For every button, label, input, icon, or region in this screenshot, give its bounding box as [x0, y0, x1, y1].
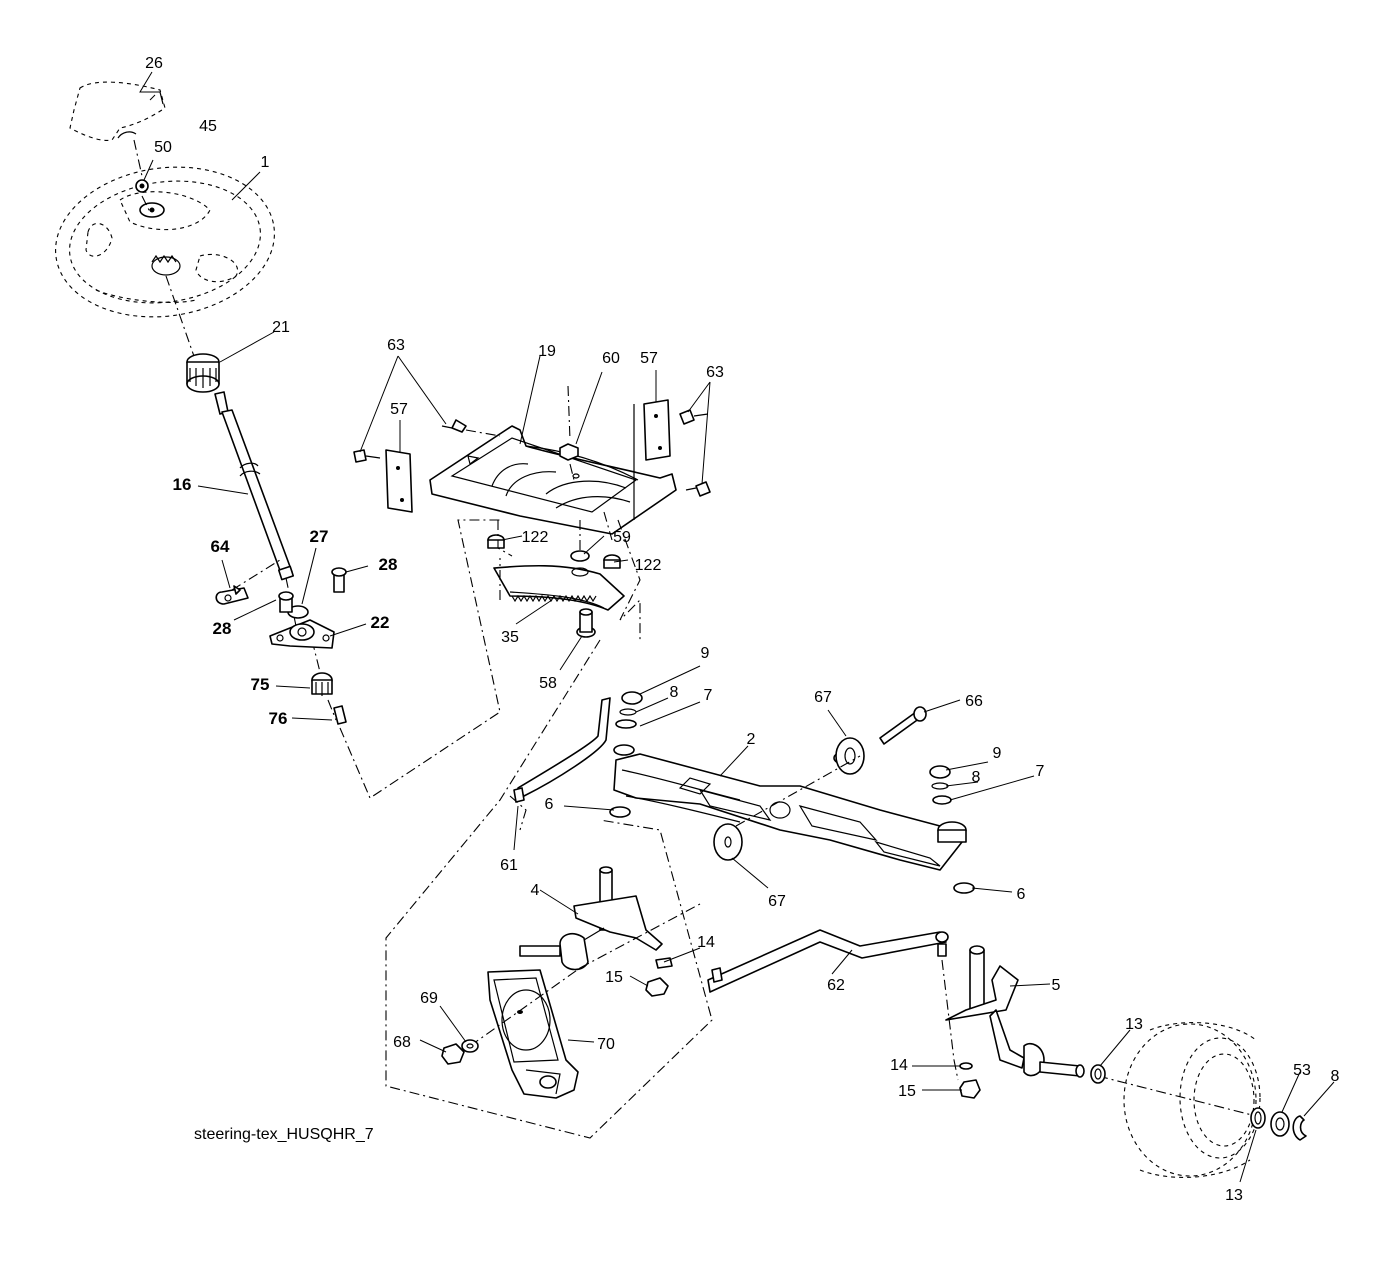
callout-8-wheel: 8 [1331, 1068, 1340, 1085]
callout-67-top: 67 [814, 689, 832, 706]
callout-66: 66 [965, 693, 983, 710]
front-wheel [1090, 1022, 1307, 1178]
steering-support-plate [353, 385, 711, 535]
callout-53: 53 [1293, 1062, 1311, 1079]
callout-19: 19 [538, 343, 556, 360]
callout-2: 2 [747, 731, 756, 748]
callout-68: 68 [393, 1034, 411, 1051]
callout-21: 21 [272, 319, 290, 336]
spindle-plate [441, 903, 701, 1099]
left-spindle [519, 866, 673, 997]
callout-15-left: 15 [605, 969, 623, 986]
callout-9-right: 9 [993, 745, 1002, 762]
callout-7-left: 7 [704, 687, 713, 704]
callout-57-right: 57 [640, 350, 658, 367]
callout-27: 27 [310, 527, 329, 546]
callout-6-right: 6 [1017, 886, 1026, 903]
callout-7-right: 7 [1036, 763, 1045, 780]
callout-70: 70 [597, 1036, 615, 1053]
sector-gear [487, 511, 641, 640]
callout-13-top: 13 [1125, 1016, 1143, 1033]
callout-50: 50 [154, 139, 172, 156]
callout-69: 69 [420, 990, 438, 1007]
callout-63-left: 63 [387, 337, 405, 354]
callout-22: 22 [371, 613, 390, 632]
callout-5: 5 [1052, 977, 1061, 994]
right-spindle [945, 945, 1085, 1099]
callout-62: 62 [827, 977, 845, 994]
callout-59: 59 [613, 529, 631, 546]
callout-8-right: 8 [972, 769, 981, 786]
callout-15-right: 15 [898, 1083, 916, 1100]
callout-1: 1 [261, 154, 270, 171]
steering-wheel-cap [69, 71, 166, 141]
callout-45: 45 [199, 118, 217, 135]
front-axle [609, 691, 975, 894]
callout-57-left: 57 [390, 401, 408, 418]
lower-steering-parts [215, 547, 347, 725]
callout-6-left: 6 [545, 796, 554, 813]
diagram-caption: steering-tex_HUSQHR_7 [194, 1126, 374, 1143]
callout-9-left: 9 [701, 645, 710, 662]
callout-67-bottom: 67 [768, 893, 786, 910]
callout-8-left: 8 [670, 684, 679, 701]
callout-labels: 26 45 50 1 21 16 64 27 28 28 22 75 76 63… [145, 55, 1339, 1204]
callout-14-right: 14 [890, 1057, 908, 1074]
callout-61: 61 [500, 857, 518, 874]
tie-rod [707, 929, 955, 1061]
callout-28-top: 28 [379, 555, 398, 574]
callout-122-right: 122 [635, 557, 662, 574]
callout-60: 60 [602, 350, 620, 367]
callout-58: 58 [539, 675, 557, 692]
callout-76: 76 [269, 709, 288, 728]
leader-lines [143, 94, 1335, 1183]
callout-63-right: 63 [706, 364, 724, 381]
callout-13-bottom: 13 [1225, 1187, 1243, 1204]
callout-16: 16 [173, 475, 192, 494]
callout-122-left: 122 [522, 529, 549, 546]
callout-75: 75 [251, 675, 270, 694]
callout-26: 26 [145, 55, 163, 72]
callout-4: 4 [531, 882, 540, 899]
callout-14-left: 14 [697, 934, 715, 951]
callout-64: 64 [211, 537, 230, 556]
callout-35: 35 [501, 629, 519, 646]
callout-28-bottom: 28 [213, 619, 232, 638]
steering-wheel [55, 139, 275, 363]
drag-link [509, 697, 611, 831]
steering-shaft [186, 353, 295, 581]
